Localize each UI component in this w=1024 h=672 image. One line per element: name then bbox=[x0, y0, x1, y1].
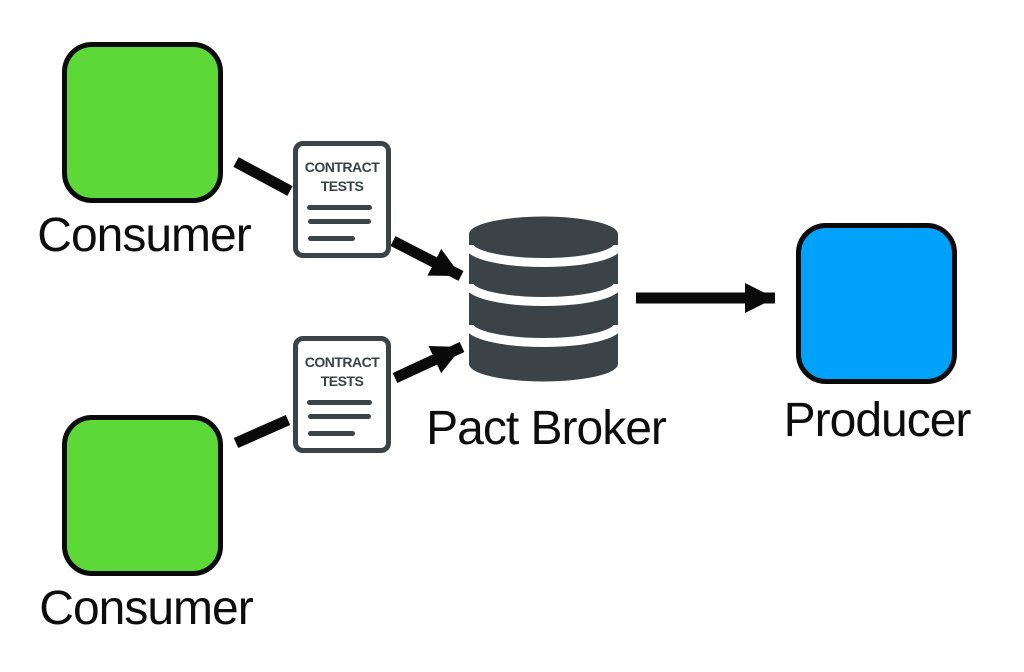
label-consumer-bottom: Consumer bbox=[39, 582, 253, 635]
doc-text-line bbox=[307, 205, 372, 210]
edge-contract-tests-bottom-to-broker bbox=[392, 342, 465, 383]
doc-text-line bbox=[307, 400, 372, 405]
database-icon bbox=[469, 216, 618, 382]
edge-consumer-bottom-to-contract-tests bbox=[233, 414, 291, 449]
edge-consumer-top-to-contract-tests bbox=[233, 157, 293, 196]
contract-tests-title-line2: TESTS bbox=[320, 373, 364, 389]
database-separators bbox=[469, 244, 618, 347]
node-consumer-top bbox=[62, 42, 223, 203]
contract-tests-title-line1: CONTRACT bbox=[304, 159, 380, 175]
doc-text-line bbox=[308, 431, 355, 436]
doc-text-line bbox=[308, 236, 355, 241]
label-consumer-top: Consumer bbox=[37, 209, 251, 262]
contract-tests-document-top: CONTRACT TESTS bbox=[293, 141, 391, 258]
edge-contract-tests-top-to-broker bbox=[390, 236, 464, 281]
contract-tests-title-line2: TESTS bbox=[320, 178, 364, 194]
node-consumer-bottom bbox=[62, 415, 223, 576]
contract-tests-title-line1: CONTRACT bbox=[304, 354, 380, 370]
contract-tests-title: CONTRACT TESTS bbox=[298, 353, 386, 391]
doc-text-line bbox=[308, 414, 371, 419]
contract-tests-title: CONTRACT TESTS bbox=[298, 158, 386, 196]
label-producer: Producer bbox=[783, 394, 972, 447]
node-producer bbox=[796, 223, 957, 384]
doc-text-line bbox=[308, 219, 371, 224]
label-pact-broker: Pact Broker bbox=[426, 402, 667, 455]
contract-tests-document-bottom: CONTRACT TESTS bbox=[293, 336, 391, 453]
